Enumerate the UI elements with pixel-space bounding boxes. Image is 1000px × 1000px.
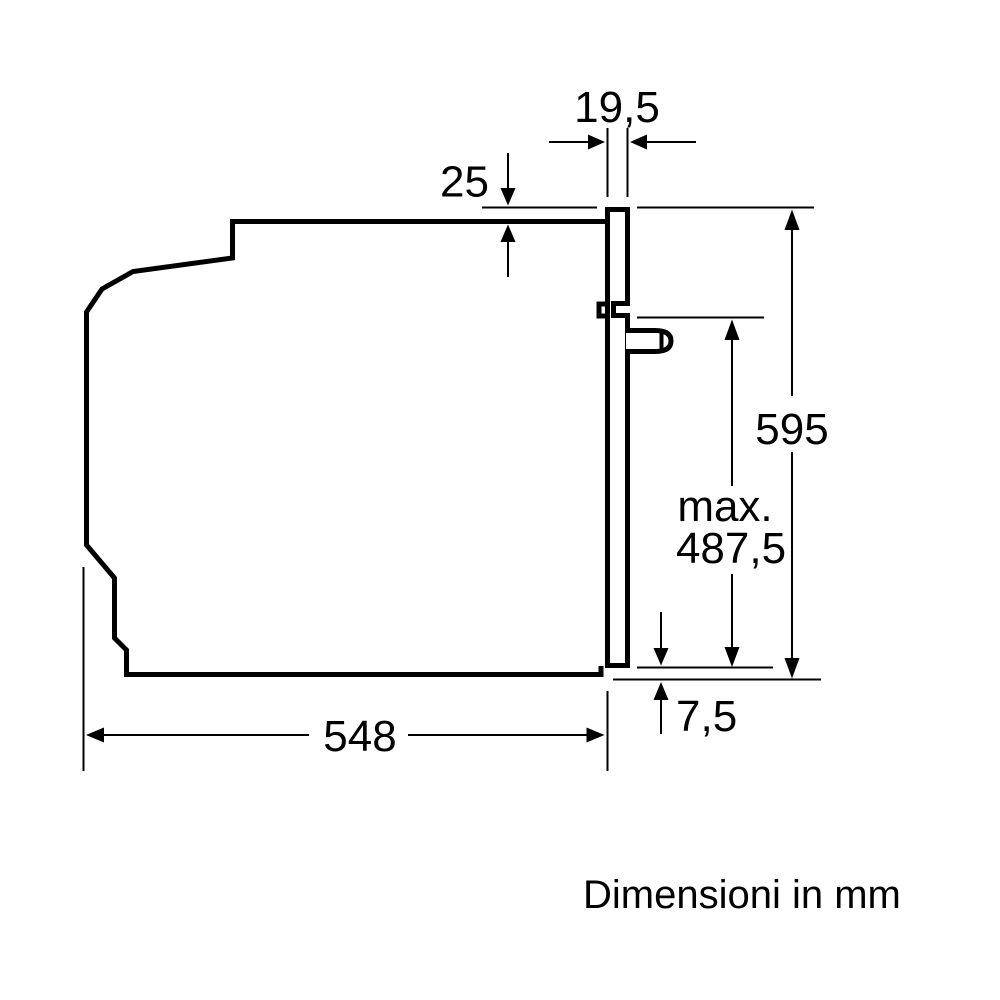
arrowhead-down-icon — [500, 188, 516, 206]
oven-door-panel — [605, 207, 630, 668]
oven-body-outline — [84, 219, 605, 677]
arrowhead-right-icon — [586, 727, 605, 743]
arrowhead-down-icon — [724, 647, 740, 667]
dimension-bottom-gap: 7,5 — [613, 612, 821, 741]
arrowhead-up-icon — [500, 224, 516, 242]
dimension-label-bottom-gap: 7,5 — [676, 692, 737, 741]
dimension-label-appliance-height: 595 — [755, 405, 828, 454]
arrowhead-down-icon — [653, 648, 669, 666]
dimension-top-gap: 25 — [440, 153, 597, 277]
arrowhead-down-icon — [784, 658, 800, 679]
units-caption: Dimensioni in mm — [583, 873, 901, 917]
arrowhead-right-icon — [588, 134, 605, 150]
front-frame-tab — [596, 301, 608, 319]
oven-side-profile — [84, 207, 674, 677]
dimension-label-max-value: 487,5 — [676, 524, 786, 573]
dimension-max-niche: max. 487,5 — [637, 316, 786, 669]
dimension-label-max: max. — [677, 482, 772, 531]
dimension-label-door-protrusion: 19,5 — [574, 83, 660, 132]
dimension-appliance-height: 595 — [637, 206, 829, 679]
dimension-door-protrusion: 19,5 — [549, 83, 696, 197]
arrowhead-up-icon — [653, 682, 669, 700]
arrowhead-left-icon — [630, 134, 647, 150]
dimension-label-appliance-depth: 548 — [323, 712, 396, 761]
dimension-appliance-depth: 548 — [82, 567, 609, 771]
door-handle — [626, 328, 674, 354]
dimension-label-top-gap: 25 — [440, 158, 489, 207]
